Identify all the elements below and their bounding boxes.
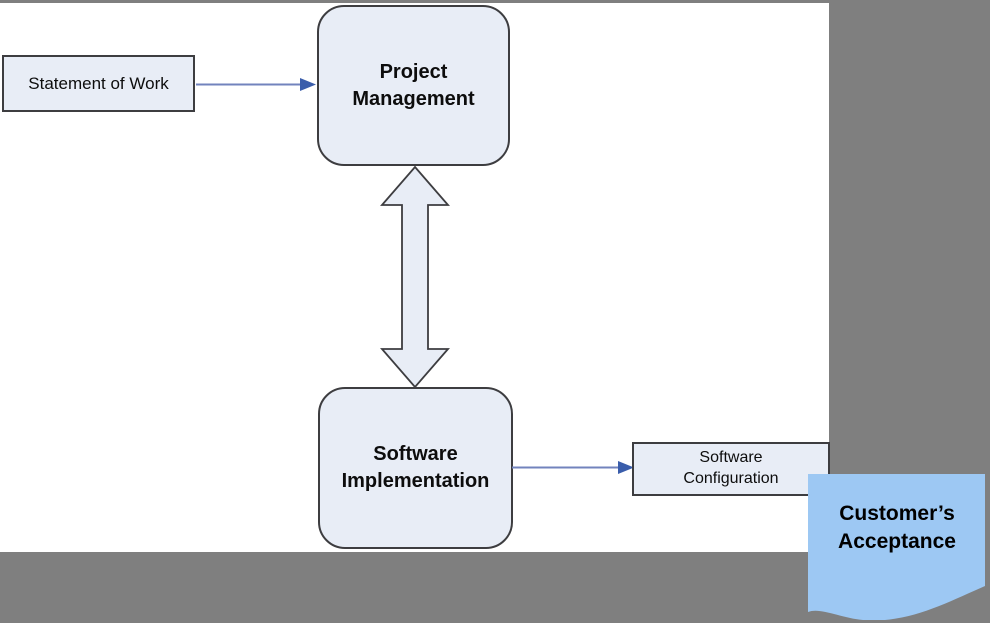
node-software-implementation: Software Implementation [318, 387, 513, 549]
arrowhead-right-icon [300, 78, 316, 91]
project-management-label: Project Management [352, 60, 475, 110]
document-shape [808, 474, 985, 620]
node-statement-of-work: Statement of Work [2, 55, 195, 112]
customers-acceptance-label: Customer’s Acceptance [838, 502, 956, 553]
double-arrow-icon [380, 165, 450, 389]
software-configuration-label: Software Configuration [683, 449, 779, 487]
arrowhead-right-icon [618, 461, 634, 474]
connector-double-arrow-pm-si [380, 165, 450, 389]
node-software-configuration: Software Configuration [632, 442, 830, 496]
node-customers-acceptance [808, 474, 985, 620]
node-project-management: Project Management [317, 5, 510, 166]
connector-arrow-sow-to-project-management [196, 78, 316, 91]
software-implementation-label: Software Implementation [341, 443, 490, 492]
statement-of-work-label: Statement of Work [28, 73, 169, 93]
connector-arrow-si-to-software-configuration [512, 461, 634, 474]
